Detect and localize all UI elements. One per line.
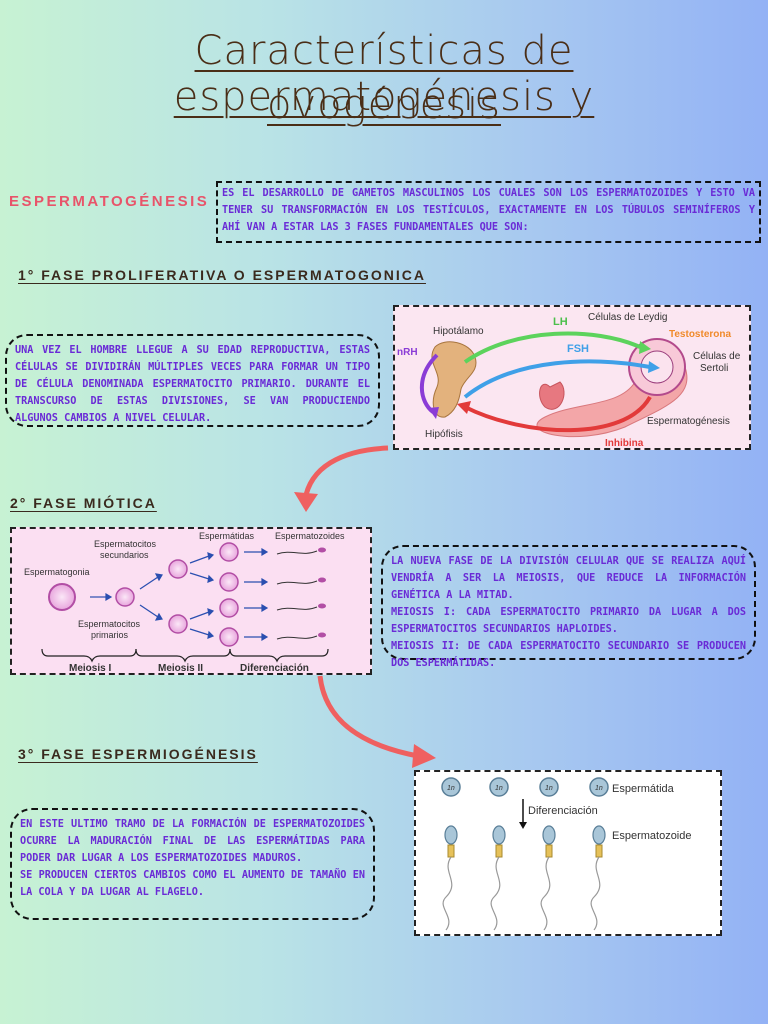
label-n-1: 1n [447,785,455,792]
arrow-head-1 [294,492,318,512]
phase2-heading: 2° FASE MIÓTICA [10,495,157,511]
phase2-text-meiosis1: Meiosis I: cada espermatocito primario d… [391,607,746,635]
label-n-2: 1n [495,785,503,792]
phase3-heading: 3° FASE ESPERMIOGÉNESIS [18,746,258,762]
page-title-line2: ovogénesis [267,82,501,128]
page-title-line1: Características de espermatogénesis y [173,28,595,120]
phase2-text-meiosis2: Meiosis II: de cada espermatocito secund… [391,641,746,669]
label-lh: LH [553,316,568,328]
label-secundarios1: Espermatocitos [94,539,157,549]
arrow-fig1-to-fig2 [302,445,389,501]
meiosis-figure: Espermatogonia Espermatocitos secundario… [10,527,372,675]
label-meiosis1: Meiosis I [69,663,111,673]
espermatogenesis-intro: Es el desarrollo de gametos masculinos l… [216,181,761,243]
label-espermatogonia: Espermatogonia [24,567,90,577]
label-primarios2: primarios [91,630,129,640]
label-espermatozoides: Espermatozoides [275,531,345,541]
phase1-heading: 1° FASE PROLIFERATIVA O ESPERMATOGONICA [18,267,426,283]
phase2-text-intro: La nueva fase de la división celular que… [391,556,746,601]
phase1-text: Una vez el hombre llegue a su edad repro… [5,334,380,427]
arrow-fig2-to-fig3 [317,675,419,759]
label-espermatidas: Espermátidas [199,531,255,541]
label-sertoli1: Células de [693,351,741,362]
label-fsh: FSH [567,343,589,355]
phase3-text: En este ultimo tramo de la formación de … [10,808,375,920]
label-hipotalamo: Hipotálamo [433,326,484,337]
label-n-3: 1n [545,785,553,792]
label-espermatida: Espermátida [612,783,675,795]
label-espermatogenesis: Espermatogénesis [647,416,730,427]
label-testosterona: Testosterona [669,329,731,340]
label-inhibina: Inhibina [605,438,644,448]
hormone-regulation-figure: Hipotálamo nRH Hipófisis LH FSH Células … [393,305,751,450]
label-primarios1: Espermatocitos [78,619,141,629]
spermiogenesis-figure: 1n 1n 1n 1n Espermátida Diferenciación E… [414,770,722,936]
phase2-text: La nueva fase de la división celular que… [381,545,756,669]
label-meiosis2: Meiosis II [158,663,203,673]
label-diferenciacion: Diferenciación [240,663,309,673]
label-gnrh: nRH [397,347,418,358]
phase3-text-maduracion: En este ultimo tramo de la formación de … [20,819,365,864]
label-n-4: 1n [595,785,603,792]
label-diferenciacion-3: Diferenciación [528,805,598,817]
espermatogenesis-label: ESPERMATOGÉNESIS [9,193,210,210]
label-hipofisis: Hipófisis [425,429,463,440]
label-secundarios2: secundarios [100,550,149,560]
label-espermatozoide: Espermatozoide [612,830,692,842]
label-sertoli2: Sertoli [700,363,728,374]
phase3-text-flagelo: Se producen ciertos cambios como el aume… [20,870,365,898]
arrow-head-2 [412,744,436,768]
label-leydig: Células de Leydig [588,312,668,323]
